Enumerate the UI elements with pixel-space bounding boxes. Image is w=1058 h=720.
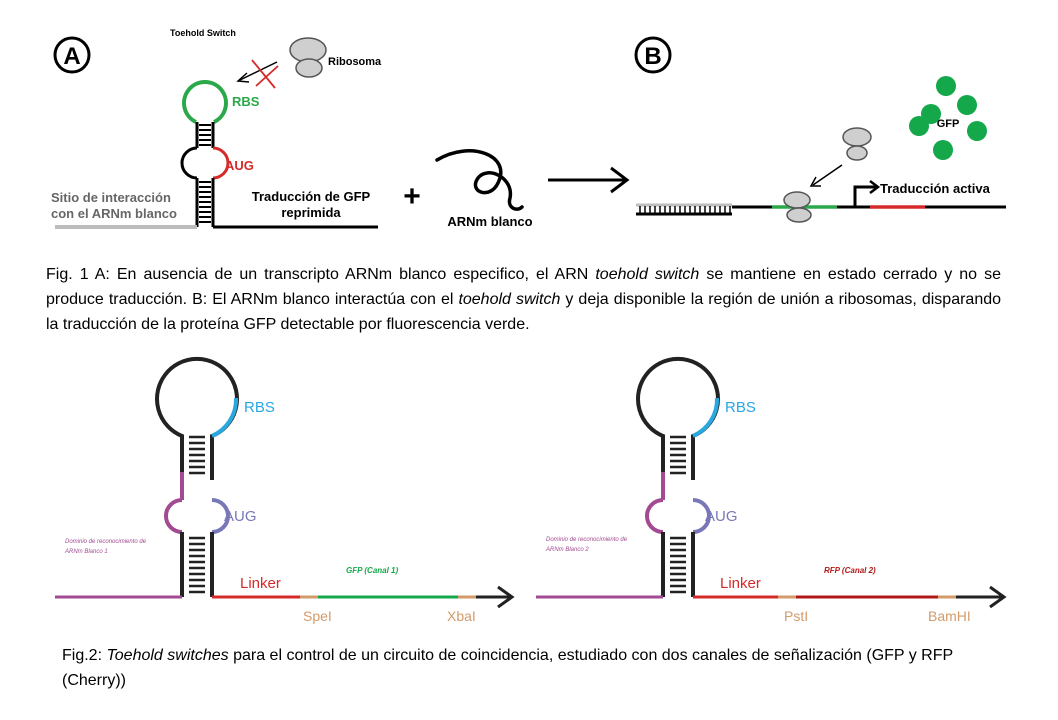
site2-label-2b: BamHI xyxy=(928,608,971,624)
figure-1b: B Traducción activa xyxy=(634,36,1006,223)
panel-b-circle xyxy=(634,36,672,74)
aug-label-a: AUG xyxy=(225,158,254,173)
plus-sign: + xyxy=(403,180,421,213)
base-pairs xyxy=(639,206,731,213)
caption1-text-2: se mantiene en estado cerrado y no se pr… xyxy=(46,266,1001,308)
caption1-text-3: y deja disponible la región de unión a r… xyxy=(46,291,1002,333)
aug-label-2a: AUG xyxy=(224,508,257,525)
domain-label-2a-1: Dominio de reconocimiento de xyxy=(65,539,147,545)
site1-label-2a: SpeI xyxy=(303,608,332,624)
site1-label-2b: PstI xyxy=(784,608,808,624)
target-mrna-icon xyxy=(435,149,524,211)
translation-start-icon xyxy=(853,180,881,206)
caption1-text-1: Fig. 1 A: En ausencia de un transcripto … xyxy=(46,266,596,283)
blocked-arrow-icon xyxy=(236,59,279,89)
rbs-label-2a: RBS xyxy=(244,399,275,416)
bound-ribosome-icon xyxy=(783,191,812,223)
rbs-label-2b: RBS xyxy=(725,399,756,416)
caption1-italic-2: toehold switch xyxy=(458,291,561,308)
target-mrna-label: ARNm blanco xyxy=(447,214,532,229)
site2-label-2a: XbaI xyxy=(447,608,476,624)
caption2-italic-1: Toehold switches xyxy=(106,647,229,664)
caption1-italic-1: toehold switch xyxy=(595,266,700,283)
ribosome-label: Ribosoma xyxy=(328,56,382,68)
domain-label-2b-2: ARNm Blanco 2 xyxy=(545,547,589,553)
gfp-cluster-icon xyxy=(909,76,987,160)
figure-1a: A Toehold Switch Ribosoma xyxy=(51,28,630,229)
linker-label-2b: Linker xyxy=(720,575,761,592)
figure-1-caption: Fig. 1 A: En ausencia de un transcripto … xyxy=(46,262,1001,337)
repressed-label-2: reprimida xyxy=(281,205,341,220)
reporter-label-2b: RFP (Canal 2) xyxy=(824,566,876,575)
rbs-label-a: RBS xyxy=(232,94,260,109)
ribosome-icon xyxy=(289,37,327,78)
gfp-label: GFP xyxy=(937,118,960,130)
reporter-label-2a: GFP (Canal 1) xyxy=(346,566,398,575)
direction-arrow-icon xyxy=(989,585,1007,609)
caption2-text-1: Fig.2: xyxy=(62,647,107,664)
domain-label-2a-2: ARNm Blanco 1 xyxy=(64,549,108,555)
transition-arrow-icon xyxy=(548,166,630,194)
panel-b-letter: B xyxy=(644,43,661,70)
free-ribosome-icon xyxy=(842,127,872,161)
hairpin-a xyxy=(55,80,378,229)
interaction-site-label-1: Sitio de interacción xyxy=(51,190,171,205)
domain-label-2b-1: Dominio de reconocimiento de xyxy=(546,537,628,543)
aug-label-2b: AUG xyxy=(705,508,738,525)
toehold-switch-title: Toehold Switch xyxy=(170,28,236,38)
active-translation-label: Traducción activa xyxy=(880,181,991,196)
linker-label-2a: Linker xyxy=(240,575,281,592)
recruit-arrow-icon xyxy=(809,164,843,187)
figure-2a xyxy=(55,356,515,609)
panel-a-circle xyxy=(53,36,91,74)
interaction-site-label-2: con el ARNm blanco xyxy=(51,206,177,221)
direction-arrow-icon xyxy=(497,585,515,609)
repressed-label-1: Traducción de GFP xyxy=(252,189,371,204)
figure-2-caption: Fig.2: Toehold switches para el control … xyxy=(62,643,1002,693)
caption2-text-2: para el control de un circuito de coinci… xyxy=(62,647,953,689)
figure-2b xyxy=(536,356,1007,609)
panel-a-letter: A xyxy=(63,43,80,70)
